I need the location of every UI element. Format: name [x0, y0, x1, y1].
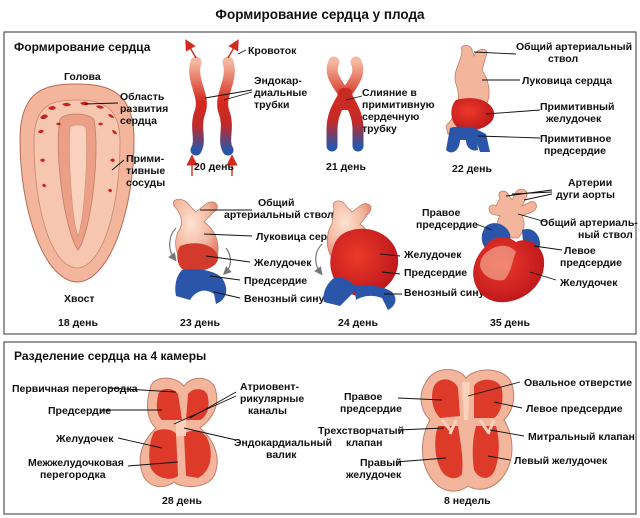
label-endocardial-1: Эндокар-: [254, 75, 302, 87]
heart-24-day: [314, 200, 402, 310]
heart-8-week-section: [395, 369, 525, 492]
page-title: Формирование сердца у плода: [215, 7, 425, 22]
label-day-35: 35 день: [490, 317, 530, 329]
label-fusion-4: трубку: [362, 123, 397, 135]
label-23-sinus: Венозный синус: [244, 293, 330, 305]
label-heart-area-1: Область: [120, 91, 165, 103]
label-23-ventricle: Желудочек: [253, 257, 312, 269]
label-vessels-3: сосуды: [126, 177, 165, 189]
label-day-28: 28 день: [162, 495, 202, 507]
label-fusion-3: сердечную: [362, 111, 419, 123]
label-8w-left-atrium: Левое предсердие: [526, 403, 623, 415]
label-day-22: 22 день: [452, 163, 492, 175]
fusing-tube-21-day: [326, 56, 364, 152]
label-23-truncus-1: Общий: [258, 197, 294, 209]
label-fusion-1: Слияние в: [362, 87, 417, 99]
label-heart-area-3: сердца: [120, 115, 157, 127]
label-24-ventricle: Желудочек: [403, 249, 462, 261]
label-vessels-1: Прими-: [126, 153, 165, 165]
label-septum-primum: Первичная перегородка: [12, 383, 138, 395]
panel1-heading: Формирование сердца: [14, 40, 151, 54]
label-tricuspid-2: клапан: [346, 437, 382, 449]
label-tail: Хвост: [64, 293, 95, 305]
label-av-canals-1: Атриовент-: [240, 381, 300, 393]
label-35-left-atrium-2: предсердие: [560, 257, 622, 269]
label-8w-right-ventricle-1: Правый: [360, 457, 402, 469]
label-28-ventricle: Желудочек: [55, 433, 114, 445]
label-av-canals-3: каналы: [248, 405, 287, 417]
label-vessels-2: тивные: [126, 165, 165, 177]
panel2-heading: Разделение сердца на 4 камеры: [14, 349, 206, 363]
endocardial-tubes-20-day: [185, 39, 253, 176]
label-8w-right-ventricle-2: желудочек: [345, 469, 402, 481]
label-35-truncus-2: ный ствол: [578, 229, 633, 241]
label-foramen-ovale: Овальное отверстие: [524, 377, 632, 389]
label-35-arches-1: Артерии: [568, 177, 612, 189]
label-23-truncus-2: артериальный ствол: [224, 209, 334, 221]
label-heart-area-2: развития: [120, 103, 168, 115]
label-22-ventricle-2: желудочек: [545, 113, 602, 125]
heart-tube-22-day: [445, 45, 541, 153]
label-35-right-atrium-1: Правое: [422, 207, 461, 219]
label-22-ventricle-1: Примитивный: [540, 101, 614, 113]
label-35-left-atrium-1: Левое: [564, 245, 596, 257]
label-35-right-atrium-2: предсердие: [416, 219, 478, 231]
label-day-20: 20 день: [194, 161, 234, 173]
label-day-18: 18 день: [58, 317, 98, 329]
label-tricuspid-1: Трехстворчатый: [318, 425, 404, 437]
label-mitral: Митральный клапан: [528, 431, 635, 443]
label-bloodflow: Кровоток: [248, 45, 297, 57]
label-endocardial-3: трубки: [254, 99, 289, 111]
looping-heart-23-day: [168, 198, 253, 304]
label-24-sinus: Венозный синус: [404, 287, 490, 299]
label-22-atrium-2: предсердие: [544, 145, 606, 157]
label-23-bulbus: Луковица сердца: [256, 231, 346, 243]
label-35-ventricle: Желудочек: [559, 277, 618, 289]
label-day-23: 23 день: [180, 317, 220, 329]
label-22-bulbus: Луковица сердца: [522, 75, 612, 87]
label-week-8: 8 недель: [444, 495, 491, 507]
heart-35-day: [473, 188, 563, 303]
label-fusion-2: примитивную: [362, 99, 435, 111]
label-35-arches-2: дуги аорты: [556, 189, 615, 201]
label-8w-left-ventricle: Левый желудочек: [514, 455, 608, 467]
label-24-atrium: Предсердие: [404, 267, 467, 279]
label-22-truncus-2: ствол: [548, 53, 578, 65]
panel-chamber-division: [3, 341, 637, 515]
label-22-atrium-1: Примитивное: [540, 133, 611, 145]
label-av-canals-2: рикулярные: [240, 393, 304, 405]
label-iv-septum-1: Межжелудочковая: [28, 457, 124, 469]
label-23-atrium: Предсердие: [244, 275, 307, 287]
label-8w-right-atrium-2: предсердие: [340, 403, 402, 415]
label-22-truncus-1: Общий артериальный: [516, 41, 632, 53]
label-day-21: 21 день: [326, 161, 366, 173]
label-iv-septum-2: перегородка: [40, 469, 106, 481]
embryo-18-day: [19, 83, 135, 283]
panel-heart-formation: [3, 31, 637, 335]
label-cushion-2: валик: [266, 449, 297, 461]
heart-28-day-section: [100, 377, 237, 488]
label-day-24: 24 день: [338, 317, 378, 329]
label-cushion-1: Эндокардиальный: [234, 437, 332, 449]
label-head: Голова: [64, 71, 101, 83]
label-35-truncus-1: Общий артериаль-: [540, 217, 638, 229]
label-28-atrium: Предсердие: [48, 405, 111, 417]
label-8w-right-atrium-1: Правое: [344, 391, 383, 403]
label-endocardial-2: диальные: [254, 87, 307, 99]
